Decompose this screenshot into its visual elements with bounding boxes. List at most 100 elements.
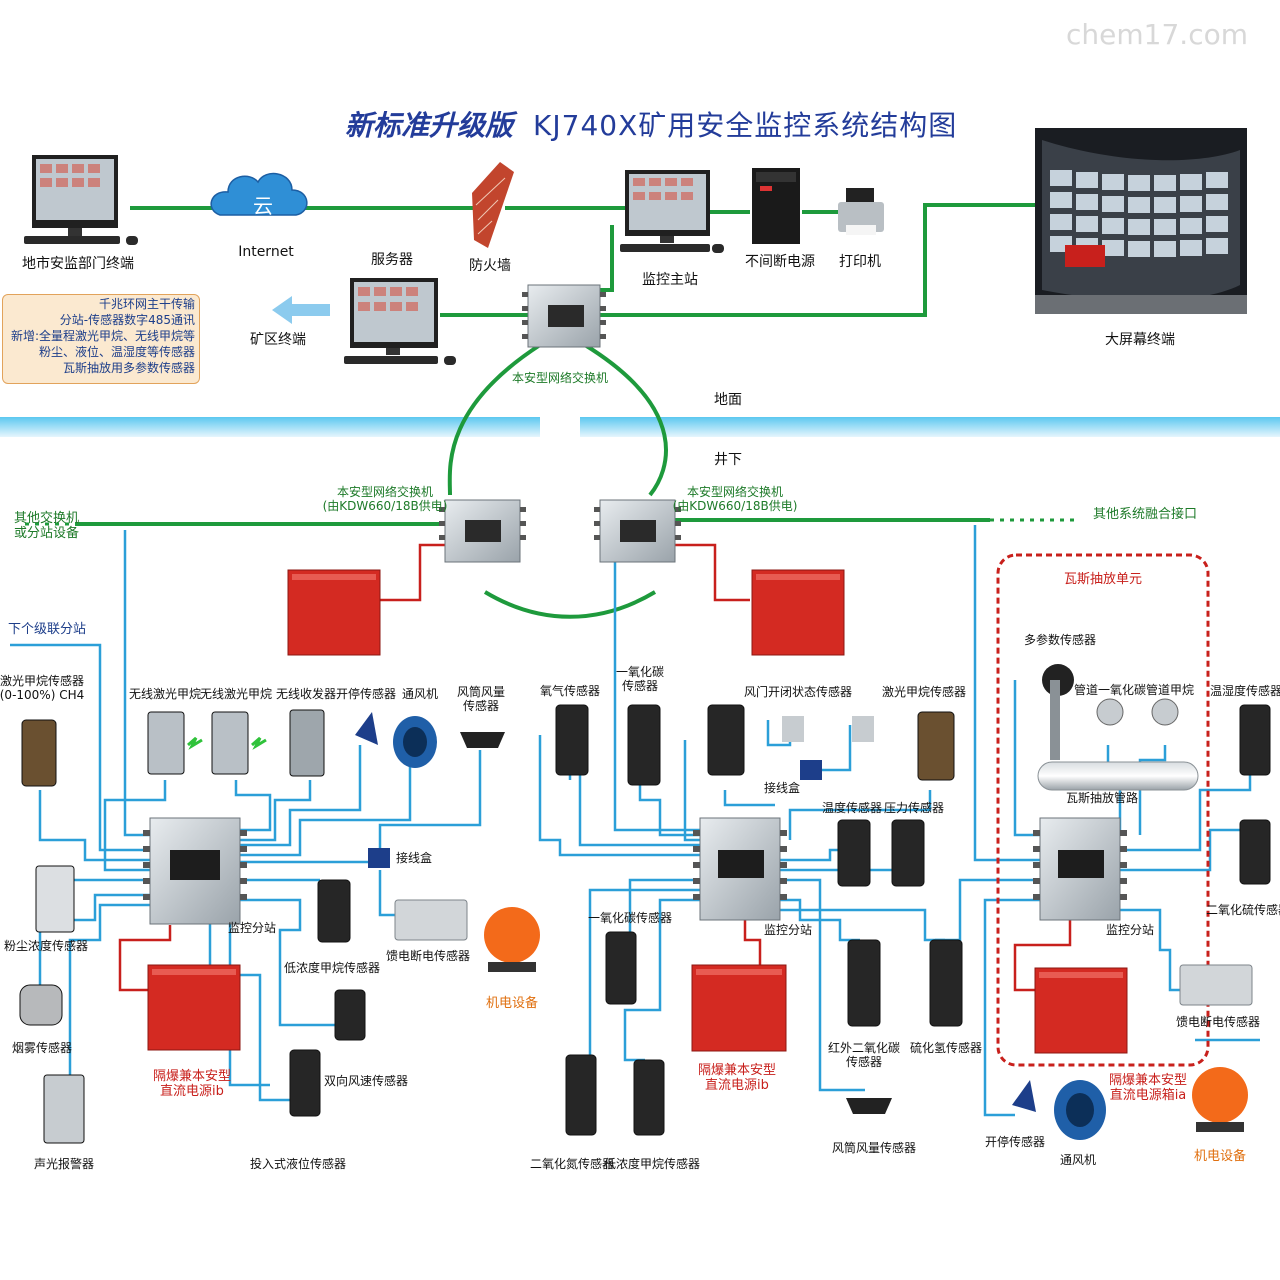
gas-drainage-pipe xyxy=(1037,761,1199,791)
big-screen-wall xyxy=(1035,128,1247,314)
switch-sensor-right-label: 开停传感器 xyxy=(984,1135,1046,1149)
switch-right-label: 本安型网络交换机 (由KDW660/18B供电) xyxy=(672,485,798,514)
sensor-cables xyxy=(10,525,1260,1117)
label-line: 传感器 xyxy=(845,1054,883,1069)
mech-left-label: 机电设备 xyxy=(485,996,539,1011)
psu-middle-label: 隔爆兼本安型 直流电源ib xyxy=(697,1063,777,1094)
ir-co2-label: 红外二氧化碳 传感器 xyxy=(827,1041,901,1070)
label-line: 风筒风量 xyxy=(456,685,506,699)
feed-off-sensor-right xyxy=(1179,964,1253,1006)
ups-device xyxy=(752,168,800,244)
server-label: 服务器 xyxy=(371,252,413,268)
switch-sensor-left-label: 开停传感器 xyxy=(335,687,397,701)
station-psu-right xyxy=(1034,967,1128,1054)
ground-label: 地面 xyxy=(714,392,742,408)
pipe-ch4-label: 管道甲烷 xyxy=(1145,683,1195,697)
label-line: 直流电源箱ia xyxy=(1109,1087,1187,1103)
label-line: 隔爆兼本安型 xyxy=(1108,1073,1188,1088)
feed-off-sensor-left xyxy=(394,899,468,941)
door-sensor-label: 风门开闭状态传感器 xyxy=(743,685,853,699)
label-line: 本安型网络交换机 xyxy=(686,485,784,499)
main-station-monitor xyxy=(620,170,724,253)
low-ch4-left-label: 低浓度甲烷传感器 xyxy=(283,961,381,975)
dust-label: 粉尘浓度传感器 xyxy=(3,939,89,953)
note-line: 瓦斯抽放用多参数传感器 xyxy=(62,360,195,375)
junction-box-left xyxy=(368,848,390,868)
underground-switch-left xyxy=(439,499,526,563)
power-cables xyxy=(118,543,1072,992)
pipe-label: 瓦斯抽放管路 xyxy=(1065,791,1139,805)
low-ch4-middle-label: 低浓度甲烷传感器 xyxy=(603,1157,701,1171)
station-middle-label: 监控分站 xyxy=(763,923,813,937)
sensor-devices xyxy=(19,704,1271,1144)
h2s-label: 硫化氢传感器 xyxy=(909,1041,983,1055)
label-line: 直流电源ib xyxy=(705,1077,769,1093)
pipe-co-gauge xyxy=(1096,698,1124,726)
label-line: 本安型网络交换机 xyxy=(336,485,434,499)
note-line: 粉尘、液位、温湿度等传感器 xyxy=(38,344,195,359)
multi-param-sensor xyxy=(1042,664,1074,760)
label-line: 其他交换机 xyxy=(14,511,80,526)
mine-terminal-arrow xyxy=(272,296,330,324)
wireless-ch4-2-label: 无线激光甲烷 xyxy=(199,687,273,701)
station-right xyxy=(1033,817,1127,921)
station-psu-left xyxy=(147,964,241,1051)
title-main-part: KJ740X矿用安全监控系统结构图 xyxy=(533,109,958,142)
psu-left-label: 隔爆兼本安型 直流电源ib xyxy=(152,1069,232,1100)
label-line: 传感器 xyxy=(462,698,500,713)
other-switch-label: 其他交换机 或分站设备 xyxy=(14,511,80,542)
next-station-label: 下个级联分站 xyxy=(8,622,87,637)
station-left xyxy=(143,817,247,925)
laser-ch4-left-label: 激光甲烷传感器 (0-100%) CH4 xyxy=(0,674,84,703)
psu-right-label: 隔爆兼本安型 直流电源箱ia xyxy=(1108,1073,1188,1104)
note-line: 千兆环网主干传输 xyxy=(98,297,195,311)
gas-unit-boundary xyxy=(996,553,1210,1067)
internet-label: Internet xyxy=(238,244,294,260)
ground-band-right xyxy=(580,417,1280,437)
label-line: 隔爆兼本安型 xyxy=(697,1063,777,1078)
wireless-signal-1 xyxy=(187,736,203,750)
bi-wind-label: 双向风速传感器 xyxy=(323,1074,409,1088)
mech-right-label: 机电设备 xyxy=(1193,1149,1247,1164)
label-line: 一氧化碳 xyxy=(615,665,665,679)
other-interface-label: 其他系统融合接口 xyxy=(1093,507,1198,522)
feature-notes: 千兆环网主干传输 分站-传感器数字485通讯 新增:全量程激光甲烷、无线甲烷等 … xyxy=(2,294,200,384)
co2-label: 一氧化碳传感器 xyxy=(587,911,673,925)
duct-flow-left-label: 风筒风量 传感器 xyxy=(456,685,506,714)
note-line: 新增:全量程激光甲烷、无线甲烷等 xyxy=(10,328,195,343)
liquid-label: 投入式液位传感器 xyxy=(249,1157,347,1171)
ups-label: 不间断电源 xyxy=(745,254,815,270)
mech-equipment-right xyxy=(1192,1067,1248,1132)
label-line: (由KDW660/18B供电) xyxy=(672,498,798,513)
big-screen-label: 大屏幕终端 xyxy=(1105,332,1175,348)
duct-flow-sensor-middle xyxy=(846,1098,892,1114)
fan-right xyxy=(1054,1080,1106,1140)
underground-switch-right xyxy=(594,499,681,563)
station-middle xyxy=(693,817,787,921)
no2-label: 二氧化氮传感器 xyxy=(529,1157,615,1171)
pressure-label: 压力传感器 xyxy=(883,801,945,815)
switch-sensor-left xyxy=(355,712,378,745)
label-line: 隔爆兼本安型 xyxy=(152,1069,232,1084)
label-line: 传感器 xyxy=(621,678,659,693)
surface-switch-label: 本安型网络交换机 xyxy=(511,371,609,385)
co-label: 一氧化碳 传感器 xyxy=(615,665,665,694)
door-sensor-1 xyxy=(782,716,804,742)
so2-label: 二氧化硫传感器 xyxy=(1205,903,1280,917)
surface-network-switch xyxy=(522,284,606,348)
ground-band-left xyxy=(0,417,540,437)
note-line: 分站-传感器数字485通讯 xyxy=(59,312,195,327)
label-line: 或分站设备 xyxy=(14,525,80,541)
surface-network-lines xyxy=(75,203,1035,619)
multi-param-label: 多参数传感器 xyxy=(1023,633,1097,647)
wireless-ch4-1-label: 无线激光甲烷 xyxy=(128,687,202,701)
switch-psu-left xyxy=(287,569,381,656)
junction-middle-label: 接线盒 xyxy=(763,781,801,795)
server-monitor xyxy=(344,278,456,365)
switch-sensor-right xyxy=(1012,1080,1036,1112)
label-line: 激光甲烷传感器 xyxy=(0,674,84,688)
fan-left xyxy=(393,716,437,768)
label-line: 红外二氧化碳 xyxy=(827,1041,901,1055)
temp-label: 温度传感器 xyxy=(821,801,883,815)
